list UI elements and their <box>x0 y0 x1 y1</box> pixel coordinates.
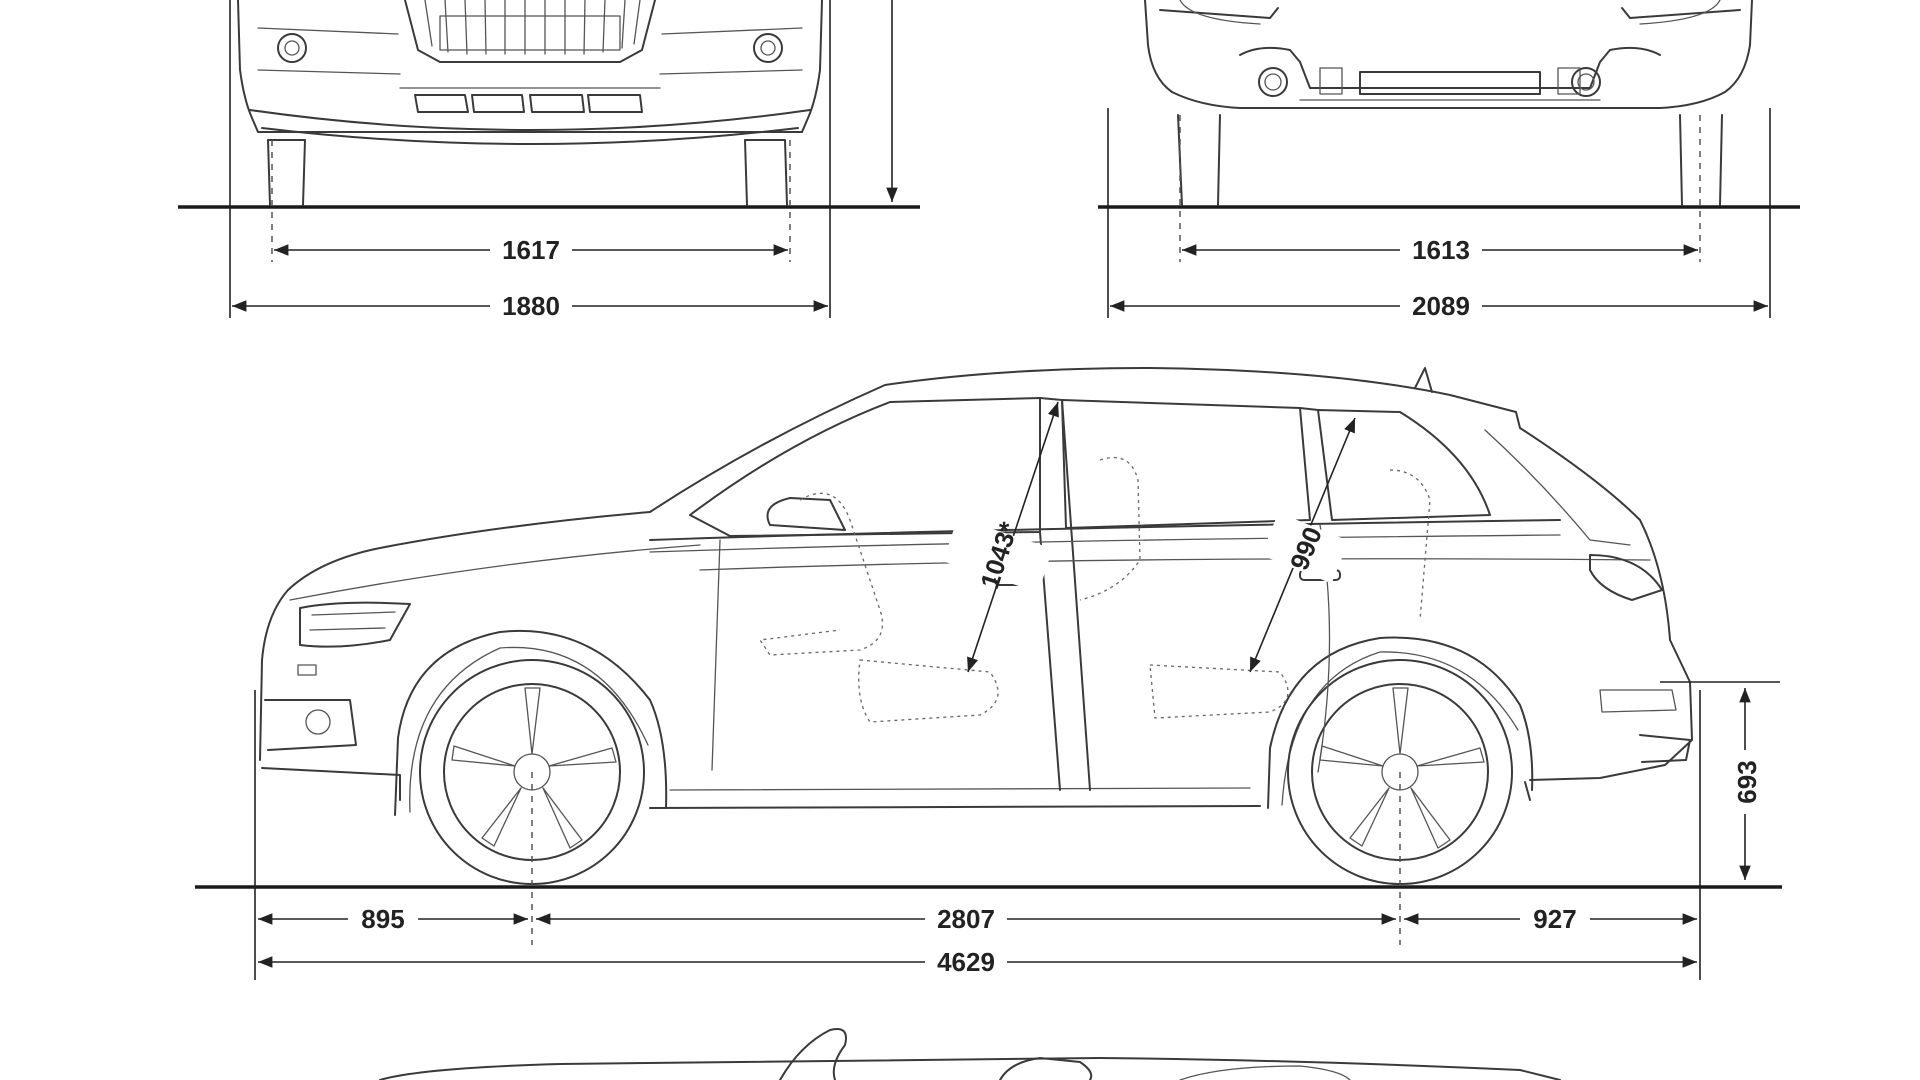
dim-rear-track-label: 1613 <box>1412 235 1470 265</box>
dim-overall-length-label: 4629 <box>937 947 995 977</box>
dim-front-overhang-label: 895 <box>361 904 404 934</box>
dim-front-track-label: 1617 <box>502 235 560 265</box>
side-view: 1043* 990 693 895 2807 927 4629 <box>195 367 1782 980</box>
car-body-outline <box>259 367 1693 781</box>
dim-rear-overhang-label: 927 <box>1533 904 1576 934</box>
dim-load-height-label: 693 <box>1732 760 1762 803</box>
rear-view: 1613 2089 <box>1098 0 1800 322</box>
dim-rear-width-label: 2089 <box>1412 291 1470 321</box>
top-view-partial <box>379 1028 1561 1080</box>
front-view: 1617 1880 <box>178 0 920 322</box>
dim-front-width-label: 1880 <box>502 291 560 321</box>
dim-wheelbase-label: 2807 <box>937 904 995 934</box>
